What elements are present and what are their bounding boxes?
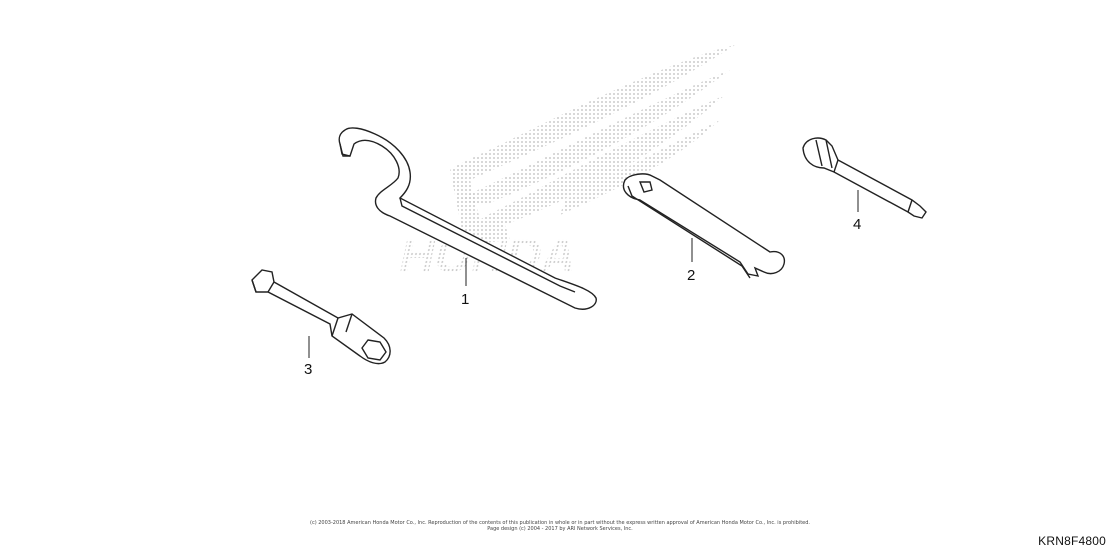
diagram-code: KRN8F4800 xyxy=(1038,534,1106,548)
part-hook-spanner xyxy=(338,127,597,310)
callout-1: 1 xyxy=(461,291,469,308)
honda-wing-logo-icon: HONDA xyxy=(395,45,735,283)
callout-2: 2 xyxy=(687,267,695,284)
copyright-line-1: (c) 2003-2018 American Honda Motor Co., … xyxy=(310,520,810,526)
copyright-notice: (c) 2003-2018 American Honda Motor Co., … xyxy=(240,520,880,532)
part-open-end-wrench xyxy=(622,173,786,279)
callout-3: 3 xyxy=(304,361,312,378)
callout-leaders xyxy=(308,190,859,358)
copyright-line-2: Page design (c) 2004 - 2017 by ARI Netwo… xyxy=(487,526,633,532)
part-plug-socket xyxy=(251,269,391,365)
part-rod-tool xyxy=(802,137,927,219)
callout-4: 4 xyxy=(853,216,861,233)
